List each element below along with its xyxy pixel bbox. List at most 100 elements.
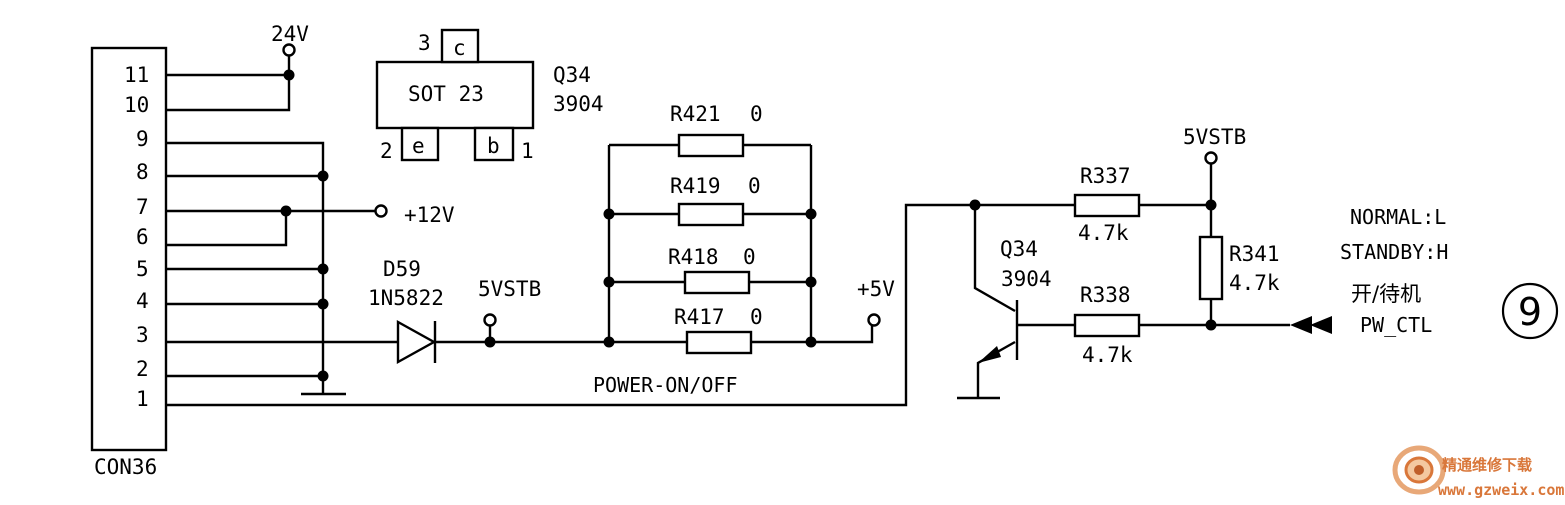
junction-bank-l1	[603, 208, 615, 220]
pin-label-4: 4	[136, 289, 149, 313]
diode-triangle	[396, 319, 437, 365]
resistor-r338	[1073, 313, 1141, 338]
transistor-collector	[973, 205, 1016, 313]
r338-value: 4.7k	[1082, 343, 1133, 367]
pin-label-6: 6	[136, 225, 149, 249]
sot23-part: 3904	[553, 92, 604, 116]
junction-gnd-8	[317, 170, 329, 182]
resistor-r341	[1198, 235, 1224, 301]
sot23-num-3: 3	[418, 31, 431, 55]
r341-ref: R341	[1229, 242, 1280, 266]
wire-pin1	[166, 203, 975, 407]
input-arrow-2	[1310, 316, 1332, 334]
sot23-name: SOT 23	[408, 82, 484, 106]
junction-bank-l3	[603, 336, 615, 348]
resistor-r421	[677, 133, 745, 158]
connector-name: CON36	[94, 455, 157, 479]
terminal-5vstb-right	[1204, 151, 1218, 165]
watermark-url-text: www.gzweix.com	[1438, 481, 1564, 499]
rail-label-5vstb-left: 5VSTB	[478, 277, 541, 301]
junction-12v	[280, 205, 292, 217]
sot23-package: SOT 23 c e b 3 2 1 Q34 3904	[375, 28, 604, 163]
terminal-12v	[374, 204, 388, 218]
wire-12v	[166, 209, 375, 247]
r419-ref: R419	[670, 174, 721, 198]
r337-ref: R337	[1080, 164, 1131, 188]
terminal-5vstb-left	[483, 313, 497, 327]
figure-number: 9	[1518, 290, 1542, 334]
sot23-pin-b-label: b	[487, 134, 500, 158]
junction-5vstb-right	[1205, 199, 1217, 211]
transistor-part: 3904	[1001, 267, 1052, 291]
sot23-ref: Q34	[553, 63, 591, 87]
wire-ground	[166, 141, 325, 394]
junction-pwctl	[1205, 319, 1217, 331]
sot23-pin-e	[400, 126, 440, 162]
terminal-24v	[282, 43, 296, 57]
power-on-off-label: POWER-ON/OFF	[593, 373, 738, 397]
r421-value: 0	[750, 102, 763, 126]
resistor-bank: R421 0 R419 0 R418 0 R417 0 POWER-ON/OFF	[593, 102, 817, 397]
resistor-r417	[685, 330, 753, 355]
junction-5vstb-left	[484, 336, 496, 348]
sot23-num-2: 2	[380, 139, 393, 163]
r418-value: 0	[743, 245, 756, 269]
pin-label-9: 9	[136, 127, 149, 151]
wire-5v	[811, 326, 874, 344]
junction-gnd-2	[317, 370, 329, 382]
signal-cn-label: 开/待机	[1351, 282, 1421, 306]
diode-d59: D59 1N5822	[368, 257, 444, 365]
wire-24v	[166, 54, 291, 112]
r341-value: 4.7k	[1229, 271, 1280, 295]
terminal-5v	[867, 313, 881, 327]
watermark-cn-text: 精通维修下载	[1442, 456, 1532, 474]
diode-ref: D59	[383, 257, 421, 281]
sot23-pin-c-label: c	[453, 36, 466, 60]
pin-label-8: 8	[136, 160, 149, 184]
figure-number-circle	[1501, 282, 1559, 340]
sot23-num-1: 1	[521, 139, 534, 163]
junction-bank-r1	[805, 208, 817, 220]
junction-bank-r2	[805, 276, 817, 288]
r337-value: 4.7k	[1078, 221, 1129, 245]
pin-label-7: 7	[136, 195, 149, 219]
pin-label-1: 1	[136, 387, 149, 411]
r417-value: 0	[750, 305, 763, 329]
rail-label-12v: +12V	[404, 203, 455, 227]
r417-ref: R417	[674, 305, 725, 329]
diode-part: 1N5822	[368, 286, 444, 310]
signal-name-label: PW_CTL	[1360, 313, 1432, 337]
junction-gnd-4	[317, 298, 329, 310]
transistor-ref: Q34	[1000, 237, 1038, 261]
watermark-logo: 精通维修下载 www.gzweix.com	[1392, 445, 1564, 499]
mode-standby-label: STANDBY:H	[1340, 240, 1448, 264]
junction-gnd-5	[317, 263, 329, 275]
junction-24v	[283, 69, 295, 81]
pin-label-5: 5	[136, 257, 149, 281]
junction-bank-l2	[603, 276, 615, 288]
pin-label-11: 11	[124, 63, 149, 87]
sot23-pin-e-label: e	[412, 134, 425, 158]
r419-value: 0	[748, 174, 761, 198]
sot23-pin-c	[440, 28, 480, 64]
connector-con36: CON36 11 10 9 8 7 6 5 4 3 2 1	[90, 46, 168, 479]
pin-label-10: 10	[124, 93, 149, 117]
transistor-q34: Q34 3904	[957, 199, 1075, 400]
sot23-pin-b	[473, 126, 515, 162]
watermark-pupil-icon	[1414, 465, 1424, 475]
rail-label-5v: +5V	[857, 277, 895, 301]
rail-label-5vstb-right: 5VSTB	[1183, 125, 1246, 149]
input-arrow-1	[1290, 316, 1312, 334]
connector-wires: 24V +12V	[166, 22, 975, 407]
pin-label-2: 2	[136, 357, 149, 381]
r338-ref: R338	[1080, 283, 1131, 307]
resistor-r337	[1073, 193, 1141, 218]
resistor-r418	[683, 270, 751, 295]
transistor-emitter-arrow	[978, 346, 1001, 363]
resistor-r419	[677, 202, 745, 227]
bank-rails	[607, 145, 813, 342]
mode-normal-label: NORMAL:L	[1350, 205, 1446, 229]
r418-ref: R418	[668, 245, 719, 269]
pin-label-3: 3	[136, 323, 149, 347]
